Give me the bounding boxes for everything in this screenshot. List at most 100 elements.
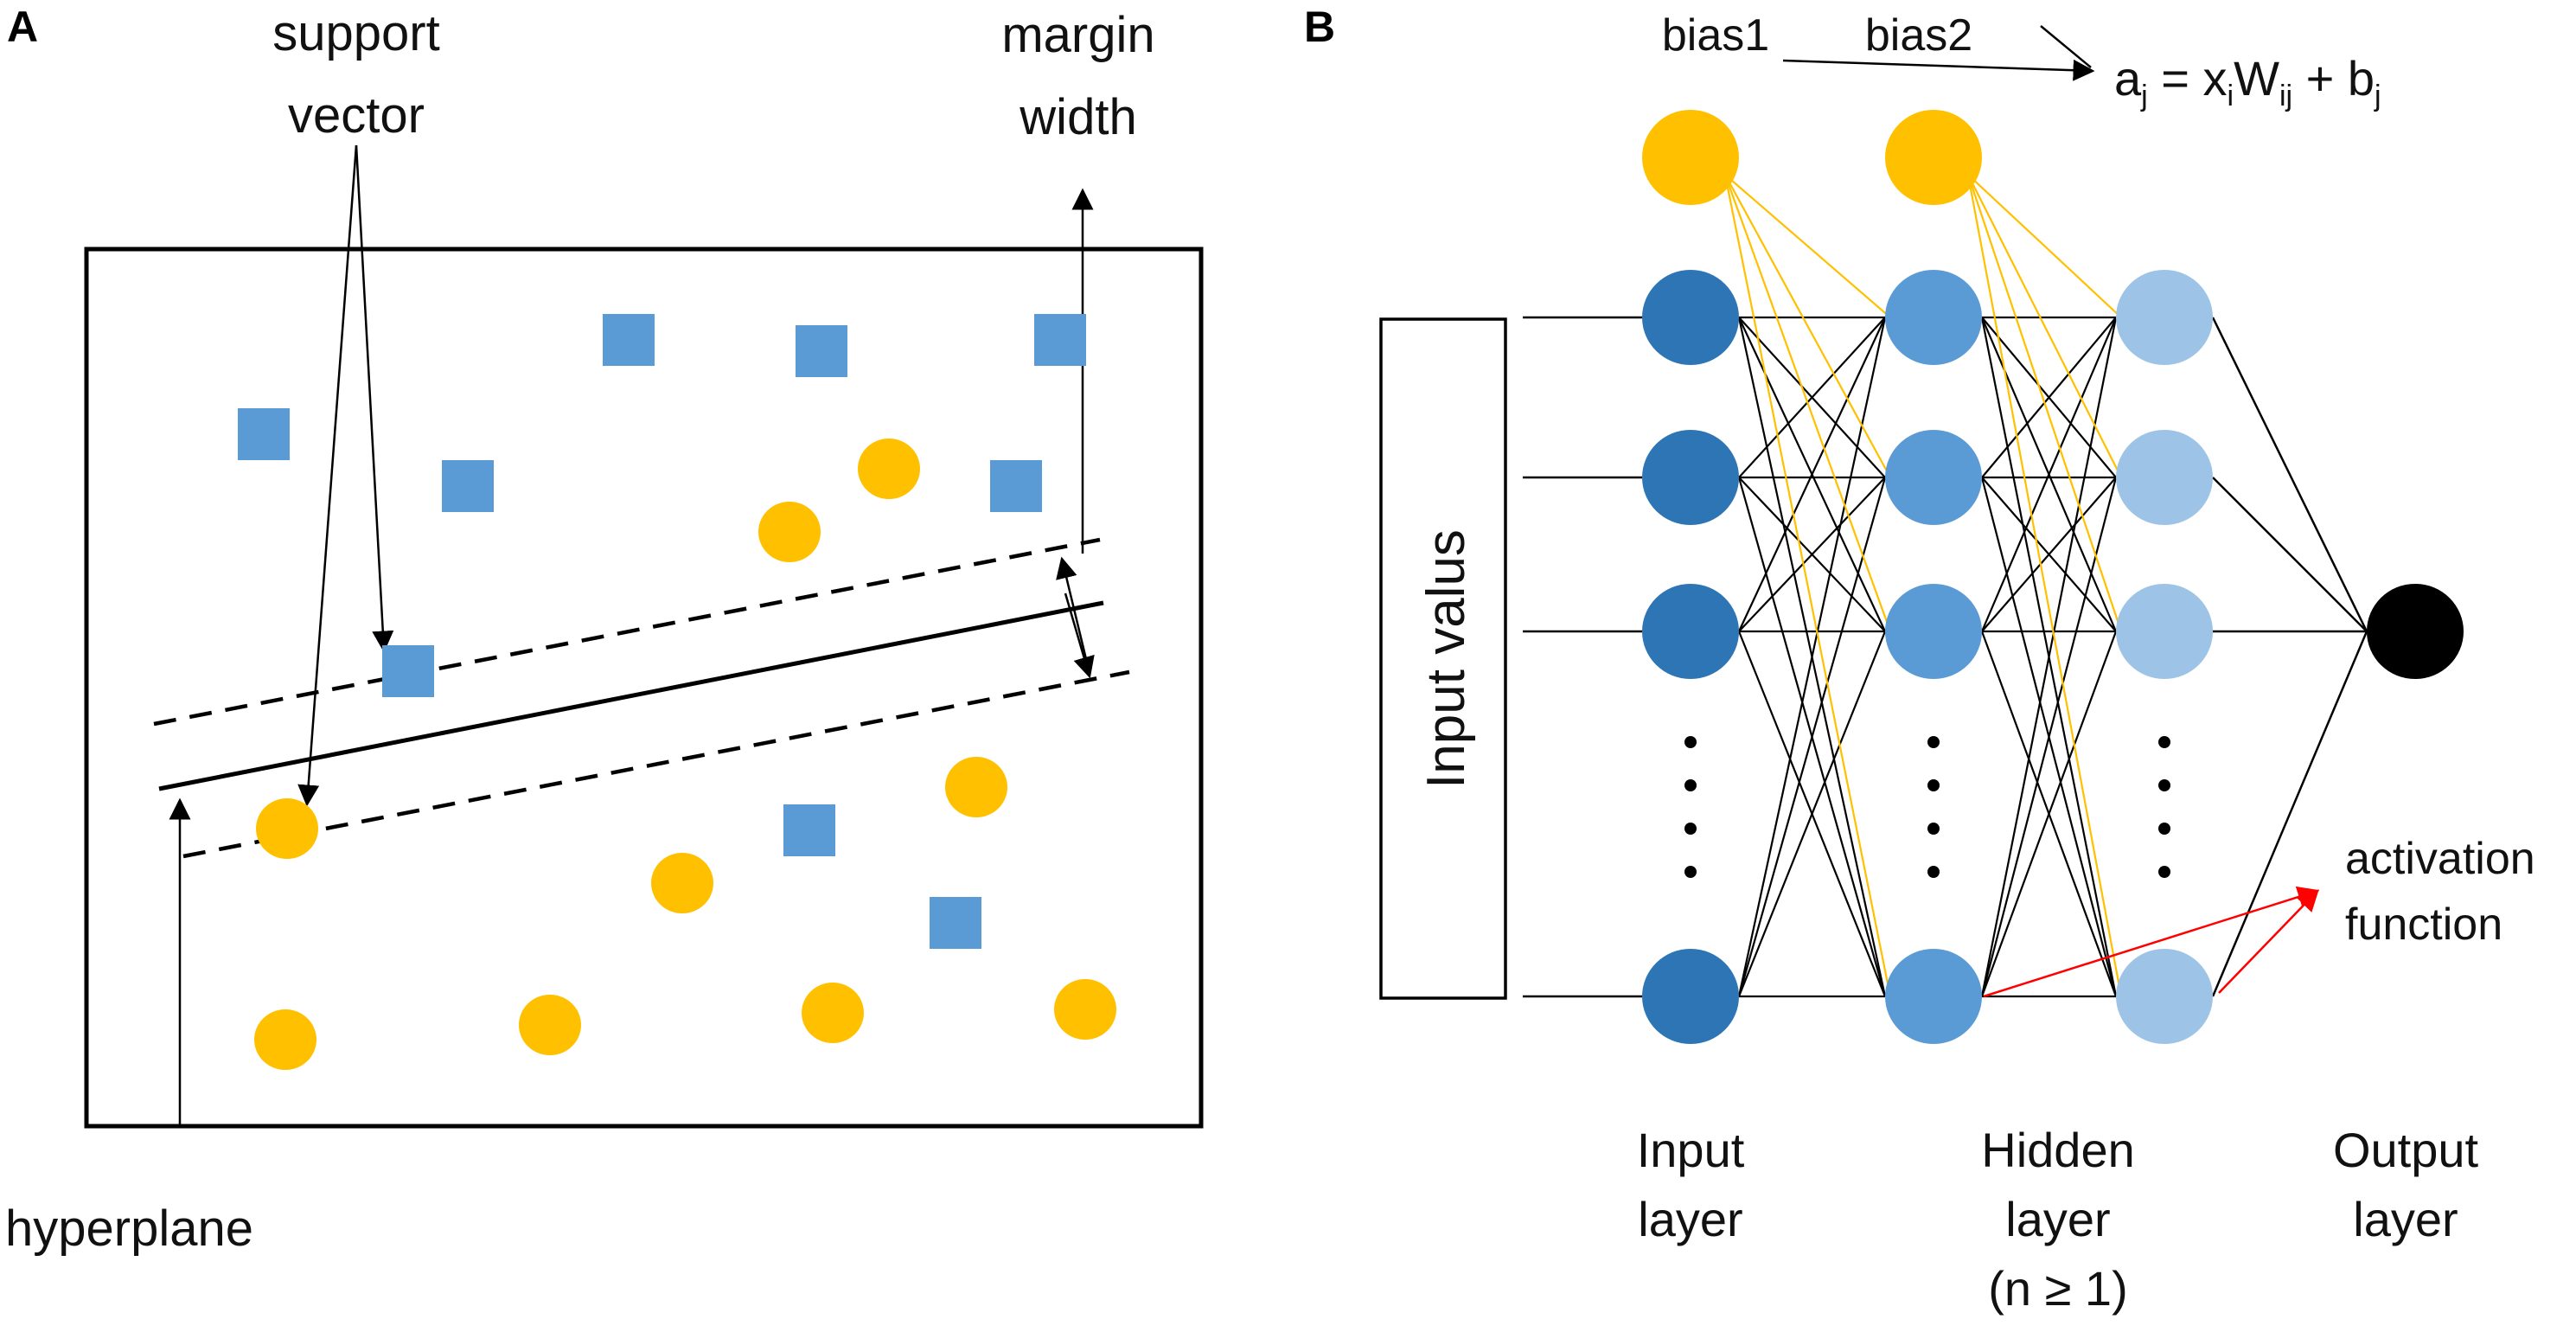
ellipsis-dot xyxy=(2158,779,2170,791)
hidden-node xyxy=(2116,430,2213,525)
hyperplane-line xyxy=(158,600,1104,791)
yellow-circle xyxy=(858,439,920,499)
yellow-circles xyxy=(254,439,1116,1070)
bias-connection-line xyxy=(1966,174,2123,997)
bias-node xyxy=(1642,110,1739,205)
upper-margin-line xyxy=(153,537,1101,727)
input-node xyxy=(1642,949,1739,1044)
hidden-layer-label-line1: Hidden xyxy=(1981,1123,2134,1177)
blue-square xyxy=(238,408,290,460)
connection-line xyxy=(1738,317,1886,632)
hidden-layer-label-line3: (n ≥ 1) xyxy=(1988,1261,2127,1316)
ellipsis-dot xyxy=(1684,823,1697,835)
bias-connection-line xyxy=(1966,174,2123,632)
svm-annotation-arrows xyxy=(169,144,1095,1124)
support-vector-arrow-lower xyxy=(297,144,358,807)
margin-width-arrow-up-short xyxy=(1056,556,1088,660)
yellow-circle xyxy=(945,757,1007,817)
output-connection-line xyxy=(2211,317,2368,632)
connection-line xyxy=(1737,477,1887,997)
hidden-node xyxy=(1885,584,1982,679)
blue-square xyxy=(1034,314,1086,366)
input-node xyxy=(1642,584,1739,679)
hidden-node xyxy=(1885,270,1982,365)
yellow-circle xyxy=(651,853,713,913)
connection-line xyxy=(1981,317,2117,478)
weighted-sum-equation: aj = xiWij + bj xyxy=(2114,51,2381,112)
bias-connection-line xyxy=(1724,174,1891,478)
blue-square-support-vector xyxy=(382,645,434,697)
connection-line xyxy=(1980,477,2118,997)
output-connection-line xyxy=(2211,631,2368,997)
ellipsis-dot xyxy=(1927,736,1940,748)
hidden-node xyxy=(1885,949,1982,1044)
blue-square xyxy=(796,325,847,377)
output-layer-label-line2: layer xyxy=(2353,1192,2458,1246)
margin-width-arrow-down xyxy=(1064,592,1095,679)
connection-line xyxy=(1737,317,1887,997)
panel-a-letter: A xyxy=(7,3,38,51)
margin-width-label-line2: width xyxy=(1019,89,1136,145)
bias-arrow xyxy=(1782,59,2095,81)
margin-width-label-line1: margin xyxy=(1001,7,1154,63)
ellipsis-dot xyxy=(1927,779,1940,791)
input-node xyxy=(1642,270,1739,365)
blue-square xyxy=(930,897,981,949)
activation-label-line1: activation xyxy=(2345,834,2535,884)
ellipsis-dot xyxy=(2158,823,2170,835)
yellow-circle xyxy=(758,502,821,562)
yellow-circle xyxy=(802,983,864,1043)
hidden-layer-label-line2: layer xyxy=(2005,1192,2110,1246)
panel-b-letter: B xyxy=(1304,3,1335,51)
bias-connection-line xyxy=(1967,174,2122,478)
output-layer-label-line1: Output xyxy=(2333,1123,2479,1177)
input-layer-label-line2: layer xyxy=(1638,1192,1742,1246)
bias2-arrow-tick xyxy=(2040,25,2092,68)
ellipsis-dot xyxy=(1927,866,1940,878)
activation-label-line2: function xyxy=(2345,900,2502,950)
panel-b: B bias1 bias2 aj = xiWij + bj Input valu… xyxy=(1304,3,2535,1316)
ellipsis-dot xyxy=(1927,823,1940,835)
hidden-node xyxy=(2116,949,2213,1044)
yellow-circle xyxy=(254,1009,316,1070)
yellow-circle xyxy=(1054,979,1116,1040)
panel-a: A support vector margin width hyperplane xyxy=(5,3,1204,1257)
ellipsis-dot xyxy=(1684,779,1697,791)
connection-line xyxy=(1980,631,2118,997)
lower-margin-line xyxy=(182,669,1130,859)
connection-line xyxy=(1980,317,2118,632)
blue-square xyxy=(442,460,494,512)
bias2-label: bias2 xyxy=(1865,10,1972,61)
ellipsis-dot xyxy=(2158,866,2170,878)
hidden-node xyxy=(1885,430,1982,525)
output-node xyxy=(2367,584,2464,679)
activation-arrow-hidden xyxy=(1983,886,2320,998)
bias-node xyxy=(1885,110,1982,205)
bias-connection-line xyxy=(1967,174,2122,318)
bias1-label: bias1 xyxy=(1662,10,1769,61)
ellipsis-dot xyxy=(1684,736,1697,748)
input-value-label: Input valus xyxy=(1416,529,1476,789)
network-nodes xyxy=(1642,110,2464,1044)
yellow-circle-support-vector xyxy=(256,798,318,859)
blue-square xyxy=(783,804,835,856)
input-value-box xyxy=(1379,317,1507,1000)
svm-plot-frame xyxy=(84,247,1204,1129)
input-node xyxy=(1642,430,1739,525)
blue-squares xyxy=(238,314,1086,949)
ellipsis-dot xyxy=(1684,866,1697,878)
connection-line xyxy=(1980,317,2118,997)
support-vector-label-line1: support xyxy=(272,5,439,61)
connection-line xyxy=(1738,317,1886,478)
hyperplane-label: hyperplane xyxy=(5,1201,253,1257)
hidden-node xyxy=(2116,584,2213,679)
support-vector-label-line2: vector xyxy=(288,87,425,144)
hidden-node xyxy=(2116,270,2213,365)
bias-connection-line xyxy=(1723,174,1892,997)
bias-connection-line xyxy=(1724,174,1891,318)
connection-line xyxy=(1981,477,2117,632)
ellipsis-dot xyxy=(2158,736,2170,748)
network-connections xyxy=(1523,174,2368,998)
connection-line xyxy=(1738,477,1886,632)
